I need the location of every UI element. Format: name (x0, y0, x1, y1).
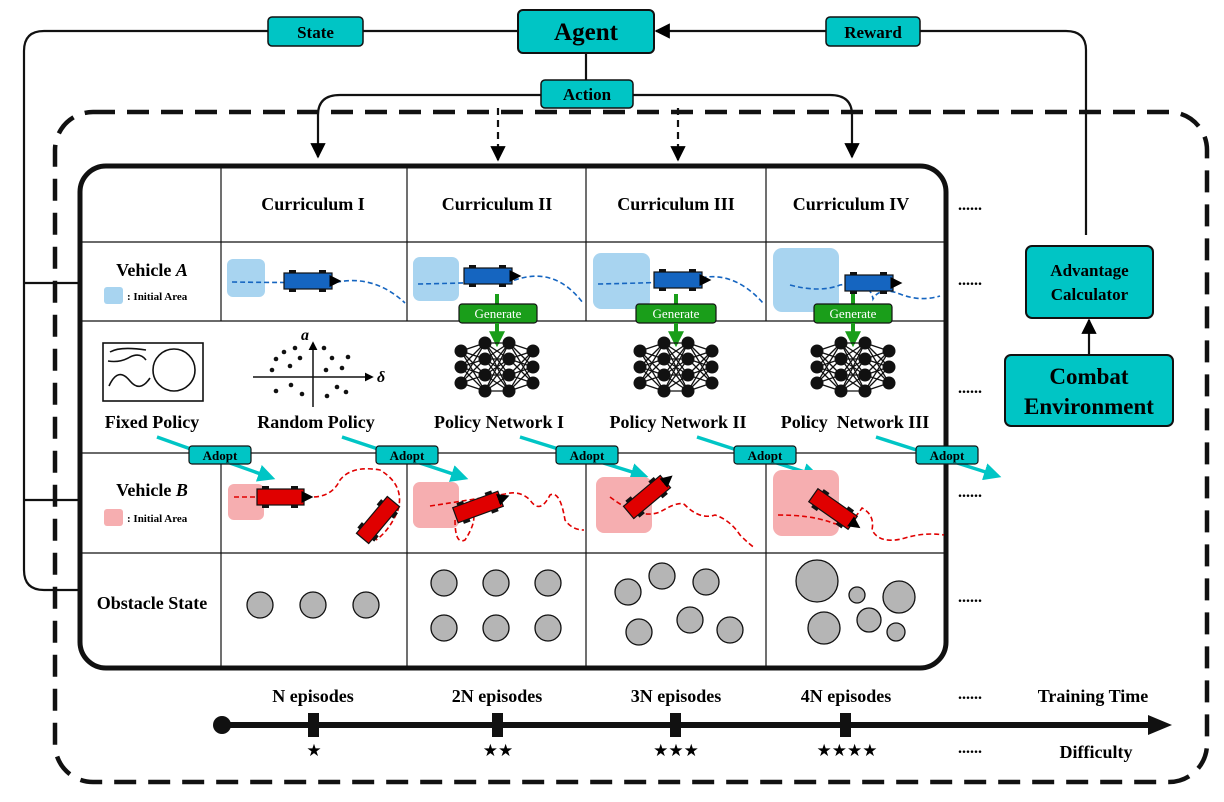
advantage-line1: Advantage (1050, 261, 1129, 280)
obstacle-state-label: Obstacle State (97, 593, 207, 613)
vehicle-b-label: Vehicle B : Initial Area (104, 480, 188, 526)
policy-label-network-2: Policy Network II (610, 412, 747, 432)
obstacle-cells (246, 559, 916, 646)
blue-vehicle-1 (283, 270, 342, 292)
combat-line2: Environment (1024, 394, 1154, 419)
policy-label-network-1: Policy Network I (434, 412, 564, 432)
difficulty-stars-3: ★★★ (653, 741, 699, 760)
difficulty-stars-2: ★★ (483, 741, 513, 760)
timeline-start-dot (213, 716, 231, 734)
action-box: Action (540, 79, 634, 109)
ellipsis-header: ...... (958, 197, 982, 214)
svg-text:Vehicle A: Vehicle A (116, 260, 188, 280)
red-vehicle-2 (451, 490, 510, 524)
adopt-label-4: Adopt (748, 448, 783, 463)
ellipsis-policy: ...... (958, 380, 982, 397)
svg-text:Vehicle B: Vehicle B (116, 480, 188, 500)
environment-dashed-frame (52, 109, 1210, 785)
agent-box: Agent (517, 9, 655, 54)
random-policy-icon: a δ (253, 327, 385, 407)
header-curriculum-1: Curriculum I (261, 194, 365, 214)
header-curriculum-2: Curriculum II (442, 194, 553, 214)
vehicle-b-word: Vehicle (116, 480, 171, 500)
adopt-label-1: Adopt (203, 448, 238, 463)
ellipsis-difficulty: ...... (958, 740, 982, 757)
fixed-policy-icon (102, 342, 204, 402)
ellipsis-episodes: ...... (958, 686, 982, 703)
table-grid (82, 168, 944, 666)
generate-2-label: Generate (653, 306, 700, 321)
vehicle-b-legend-swatch (104, 509, 123, 526)
vehicle-a-legend-text: : Initial Area (127, 291, 188, 303)
episode-labels: N episodes 2N episodes 3N episodes 4N ep… (272, 686, 891, 706)
red-vehicle-3 (622, 474, 673, 520)
header-curriculum-3: Curriculum III (617, 194, 735, 214)
generate-2: Generate (635, 294, 717, 348)
policy-network-icon-2 (633, 336, 719, 398)
adopt-label-2: Adopt (390, 448, 425, 463)
blue-vehicle-3 (653, 269, 712, 291)
combat-line1: Combat (1049, 364, 1129, 389)
difficulty-stars-4: ★★★★ (817, 741, 878, 760)
state-label: State (297, 23, 334, 42)
red-vehicle-4 (807, 487, 861, 531)
difficulty-stars: ★ ★★ ★★★ ★★★★ (306, 741, 877, 760)
training-time-label: Training Time (1038, 686, 1149, 706)
ellipsis-vehicle-a: ...... (958, 272, 982, 289)
vehicle-a-letter: A (175, 260, 188, 280)
episode-label-4: 4N episodes (801, 686, 892, 706)
advantage-calculator-box: Advantage Calculator (1025, 245, 1154, 319)
action-label: Action (563, 85, 612, 104)
advantage-line2: Calculator (1051, 285, 1129, 304)
episode-label-2: 2N episodes (452, 686, 543, 706)
agent-loop-lines (22, 23, 1097, 592)
random-axis-y: a (301, 327, 309, 344)
row-ellipses: ...... ...... ...... ...... ...... .....… (958, 197, 982, 757)
curriculum-table (77, 163, 949, 671)
adopt-label-5: Adopt (930, 448, 965, 463)
blue-vehicle-4 (844, 272, 903, 294)
vehicle-b-legend-text: : Initial Area (127, 513, 188, 525)
curriculum-headers: Curriculum I Curriculum II Curriculum II… (261, 194, 909, 214)
difficulty-label: Difficulty (1060, 742, 1133, 762)
ellipsis-vehicle-b: ...... (958, 484, 982, 501)
training-timeline (213, 713, 1172, 737)
ellipsis-obstacle: ...... (958, 589, 982, 606)
generate-3-label: Generate (830, 306, 877, 321)
policy-network-icon-1 (454, 336, 540, 398)
vehicle-a-cells (227, 248, 941, 312)
policy-label-network-3: Policy Network III (781, 412, 929, 432)
blue-vehicle-2 (463, 265, 522, 287)
policy-network-icon-3 (810, 336, 896, 398)
generate-1: Generate (458, 294, 538, 348)
red-vehicle-1 (256, 486, 314, 508)
policy-labels: Fixed Policy Random Policy Policy Networ… (105, 412, 929, 432)
generate-labels: Generate Generate Generate (458, 294, 893, 348)
policy-label-fixed: Fixed Policy (105, 412, 199, 432)
policy-label-random: Random Policy (257, 412, 375, 432)
adopt-labels: Adopt Adopt Adopt Adopt Adopt (188, 445, 979, 465)
vehicle-a-label: Vehicle A : Initial Area (104, 260, 188, 304)
adopt-label-3: Adopt (570, 448, 605, 463)
vehicle-b-letter: B (175, 480, 188, 500)
agent-title: Agent (554, 19, 619, 46)
generate-3: Generate (813, 294, 893, 348)
vehicle-a-word: Vehicle (116, 260, 171, 280)
episode-label-3: 3N episodes (631, 686, 722, 706)
red-vehicle-1b (355, 495, 401, 545)
vehicle-b-cells (228, 467, 945, 549)
combat-environment-box: Combat Environment (1004, 354, 1174, 427)
reward-label: Reward (844, 23, 902, 42)
header-curriculum-4: Curriculum IV (793, 194, 910, 214)
state-box: State (267, 16, 364, 47)
episode-label-1: N episodes (272, 686, 354, 706)
generate-1-label: Generate (475, 306, 522, 321)
reward-box: Reward (825, 16, 921, 47)
random-axis-x: δ (377, 369, 385, 386)
difficulty-stars-1: ★ (306, 741, 321, 760)
vehicle-a-legend-swatch (104, 287, 123, 304)
